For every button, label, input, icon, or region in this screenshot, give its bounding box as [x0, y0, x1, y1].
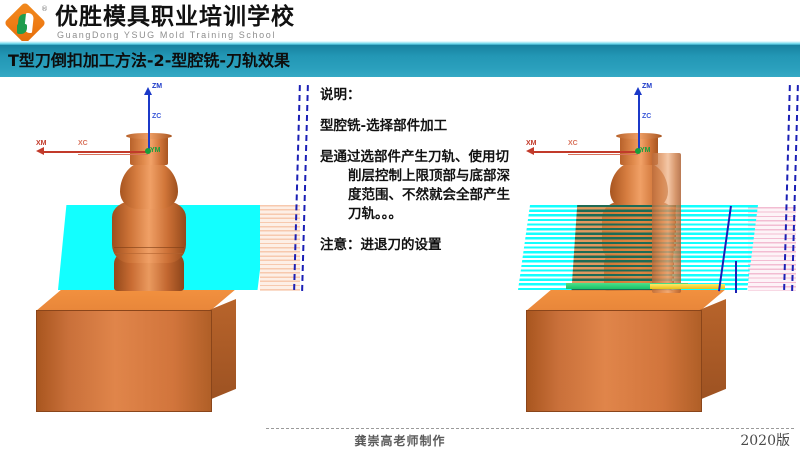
right-base-block-side — [699, 299, 726, 400]
left-part-flare — [120, 161, 178, 209]
left-x-axis-arrow-icon — [36, 147, 44, 155]
left-part-body — [110, 133, 188, 292]
left-hatched-band — [260, 205, 300, 291]
right-axis-label-zm: ZM — [642, 83, 653, 90]
cad-view-left[interactable]: ZM ZC XM XC YM — [0, 83, 310, 425]
left-axis-label-zc: ZC — [152, 113, 162, 120]
right-axis-label-ym: YM — [640, 147, 651, 154]
registered-trademark-icon: ® — [41, 5, 48, 13]
left-x-axis-icon — [40, 151, 149, 153]
explanation-note: 说明： 型腔铣-选择部件加工 是通过选部件产生刀轨、使用切 削层控制上限顶部与底… — [320, 86, 570, 255]
right-coordinate-axes: ZM ZC XM XC YM — [490, 83, 800, 425]
left-base-block-side — [209, 299, 236, 400]
school-logo: ® — [3, 1, 52, 45]
left-axis-label-zm: ZM — [152, 83, 163, 90]
note-body-line-3: 度范围、不然就会全部产生 — [348, 187, 510, 203]
note-subject: 型腔铣-选择部件加工 — [320, 118, 448, 134]
footer-author: 龚崇高老师制作 — [354, 434, 446, 448]
left-axis-label-ym: YM — [150, 147, 161, 154]
right-axis-label-xc: XC — [568, 140, 578, 147]
right-toolpath-pink-layers — [748, 207, 796, 291]
right-xc-axis-icon — [568, 154, 638, 155]
note-body-line-1: 是通过选部件产生刀轨、使用切 — [320, 149, 509, 165]
left-z-axis-arrow-icon — [144, 87, 152, 95]
left-z-axis-icon — [148, 91, 150, 153]
page-title: T型刀倒扣加工方法-2-型腔铣-刀轨效果 — [8, 51, 290, 70]
left-coordinate-axes: ZM ZC XM XC YM — [0, 83, 310, 425]
right-x-axis-arrow-icon — [526, 147, 534, 155]
brand-name-cn: 优胜模具职业培训学校 — [55, 4, 295, 30]
note-heading: 说明： — [320, 87, 361, 103]
left-y-axis-origin-icon — [145, 148, 151, 154]
right-floor-toolpath-yellow — [650, 284, 725, 289]
note-body-line-2: 削层控制上限顶部与底部深 — [348, 168, 510, 184]
brand-name-en: GuangDong YSUG Mold Training School — [57, 30, 276, 40]
left-part-belly — [112, 201, 186, 263]
right-tool-cylinder — [652, 153, 681, 293]
right-axis-label-xm: XM — [526, 140, 537, 147]
right-floor-toolpath-green — [566, 283, 688, 289]
header-band: ® 优胜模具职业培训学校 GuangDong YSUG Mold Trainin… — [0, 0, 800, 45]
right-y-axis-origin-icon — [635, 148, 641, 154]
left-base-block-front — [36, 310, 212, 412]
right-blue-retract-line-icon — [735, 261, 737, 293]
right-axis-label-zc: ZC — [642, 113, 652, 120]
footer-version: 2020版 — [740, 433, 790, 449]
left-axis-label-xm: XM — [36, 140, 47, 147]
right-x-axis-icon — [530, 151, 639, 153]
footer-divider — [266, 428, 794, 429]
left-base-block-top — [36, 289, 236, 311]
left-axis-label-xc: XC — [78, 140, 88, 147]
logo-s-green-lower-icon — [17, 24, 27, 34]
title-bar — [0, 45, 800, 77]
cad-view-right[interactable]: ZM ZC XM XC YM — [490, 83, 800, 425]
right-base-block-top — [526, 289, 726, 311]
right-z-axis-icon — [638, 91, 640, 153]
note-caution: 注意：进退刀的设置 — [320, 237, 442, 253]
left-xc-axis-icon — [78, 154, 148, 155]
title-bar-highlight-strip — [0, 41, 800, 45]
note-body-line-4: 刀轨。。。 — [348, 206, 402, 222]
left-part-ring — [114, 247, 184, 254]
right-base-block-front — [526, 310, 702, 412]
right-z-axis-arrow-icon — [634, 87, 642, 95]
